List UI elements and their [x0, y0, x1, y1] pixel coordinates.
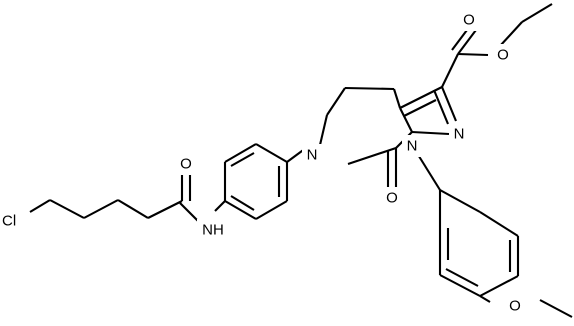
- atom-label: N: [307, 147, 318, 164]
- bond: [230, 195, 255, 211]
- bond: [255, 200, 288, 220]
- bond: [318, 114, 329, 146]
- atom-o-methoxy: O: [505, 295, 525, 317]
- bond: [392, 88, 402, 109]
- bond: [255, 143, 288, 163]
- atom-n-lactam: N: [302, 144, 322, 166]
- bond: [457, 29, 477, 55]
- atom-label: NH: [202, 222, 224, 239]
- atom-o-ester-ether: O: [493, 44, 513, 66]
- bonds: [29, 3, 573, 318]
- bond: [117, 199, 149, 219]
- bond: [499, 21, 523, 47]
- bond: [479, 295, 491, 303]
- atom-cl: Cl: [0, 210, 28, 232]
- atom-n-pyrazole-1: N: [402, 135, 422, 157]
- bond: [399, 86, 443, 109]
- atom-o-amide: O: [176, 153, 196, 175]
- bond: [433, 89, 449, 125]
- bond: [539, 299, 573, 318]
- atom-o-lactam: O: [382, 187, 402, 209]
- atom-label: Cl: [2, 213, 16, 230]
- bond: [179, 202, 199, 222]
- bond: [83, 199, 119, 219]
- atom-o-ester-carbonyl: O: [459, 9, 479, 31]
- bond: [147, 200, 183, 219]
- atom-label: O: [497, 47, 509, 64]
- bond: [479, 211, 519, 237]
- atom-label: N: [407, 138, 418, 155]
- bond: [326, 87, 346, 116]
- bond: [441, 86, 457, 122]
- bond: [439, 274, 481, 297]
- bond: [439, 189, 481, 213]
- bond: [441, 53, 459, 88]
- bond: [411, 130, 450, 136]
- bond: [403, 99, 437, 117]
- atom-labels: O O N N N O O NH: [0, 9, 525, 317]
- atom-label: O: [386, 190, 398, 207]
- bond: [49, 199, 85, 219]
- bond: [214, 200, 226, 212]
- bond: [344, 86, 395, 91]
- bond: [29, 199, 51, 213]
- bond: [521, 3, 553, 23]
- bond: [479, 275, 519, 297]
- bond: [230, 152, 255, 167]
- bond: [224, 143, 257, 163]
- bond: [224, 200, 257, 220]
- atom-label: O: [463, 12, 475, 29]
- bond: [399, 107, 413, 133]
- atom-label: O: [180, 156, 192, 173]
- atom-label: O: [509, 298, 521, 315]
- atom-label: N: [454, 126, 465, 143]
- bond: [457, 52, 489, 57]
- atom-nh-amide: NH: [197, 219, 229, 241]
- bond: [445, 268, 479, 287]
- atom-n-pyrazole-2: N: [449, 123, 469, 145]
